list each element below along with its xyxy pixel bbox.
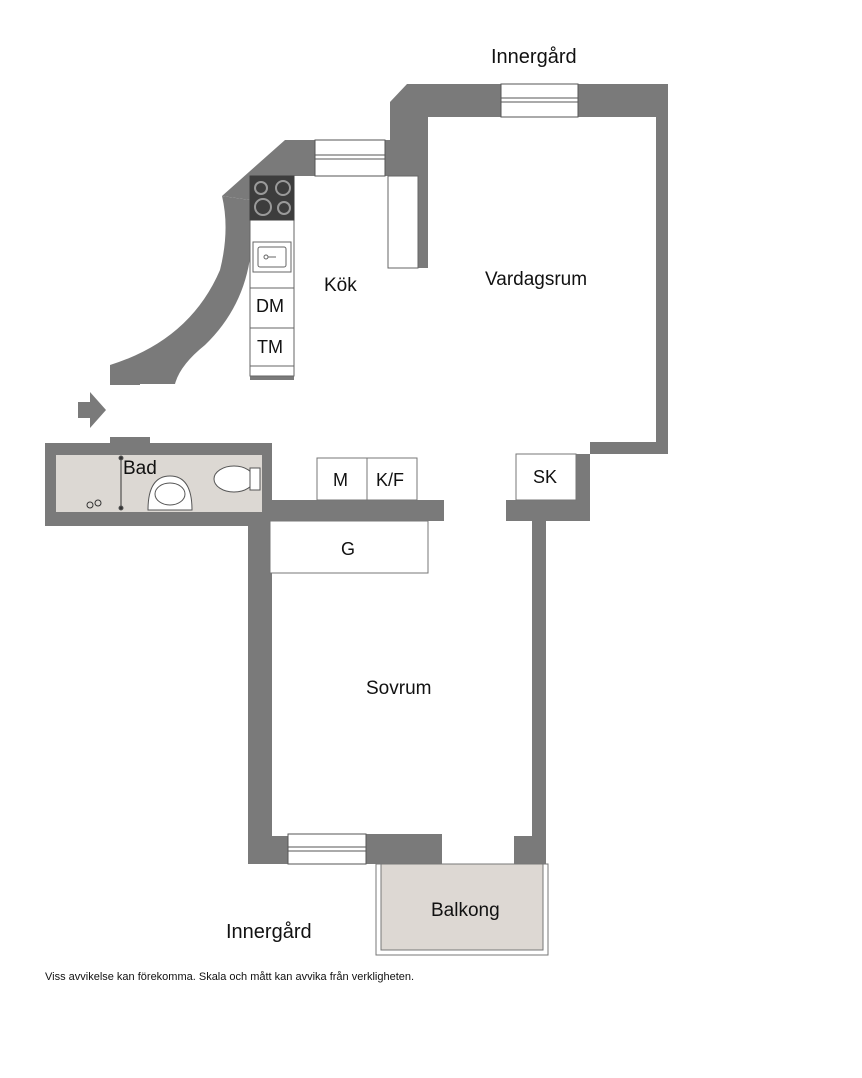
room-label-bedroom: Sovrum: [366, 678, 432, 699]
kitchen-counter: [249, 175, 419, 377]
orientation-bottom-label: Innergård: [226, 921, 312, 943]
bedroom-bottom-wall-mid: [366, 834, 442, 864]
counter-dividers: [250, 287, 294, 367]
fixture-label-m: M: [333, 470, 348, 490]
fixture-label-sk: SK: [533, 467, 558, 487]
kitchen-curved-wall: [110, 196, 253, 384]
kitchen-fridge-unit: [387, 175, 419, 269]
bath-fixtures: [86, 455, 261, 511]
fixture-label-dishwasher: DM: [256, 296, 284, 316]
bedroom-bottom-wall-left: [248, 836, 288, 864]
window-living: [500, 83, 579, 118]
entrance-wall-top: [110, 365, 140, 385]
wardrobe: [269, 520, 429, 574]
orientation-top-label: Innergård: [491, 46, 577, 68]
fixture-label-kf: K/F: [376, 470, 405, 490]
stove-burners: [254, 180, 291, 216]
fixture-label-dryer: TM: [257, 337, 283, 357]
bath-wall: [45, 437, 444, 836]
sink-icon: [252, 241, 292, 273]
cabinet-sk: [515, 453, 577, 501]
window-bedroom: [287, 833, 367, 865]
room-label-kitchen: Kök: [324, 275, 357, 296]
entrance-arrow-icon: [78, 392, 106, 428]
window-kitchen: [314, 139, 386, 177]
bedroom-right-wall: [506, 454, 590, 864]
shower-mixer-icon: [86, 499, 102, 509]
room-label-living: Vardagsrum: [485, 269, 588, 290]
storage-units: [269, 453, 577, 574]
room-label-balcony: Balkong: [431, 900, 500, 921]
fixture-label-wardrobe: G: [341, 539, 356, 559]
disclaimer-text: Viss avvikelse kan förekomma. Skala och …: [45, 971, 415, 983]
toilet-icon: [213, 465, 255, 493]
entrance-wall-bottom: [110, 437, 140, 445]
living-outer-wall: [390, 84, 668, 454]
balcony: [375, 863, 549, 956]
windows: [287, 83, 579, 865]
cabinet-kf: [366, 457, 418, 501]
room-label-bath: Bad: [123, 458, 157, 479]
